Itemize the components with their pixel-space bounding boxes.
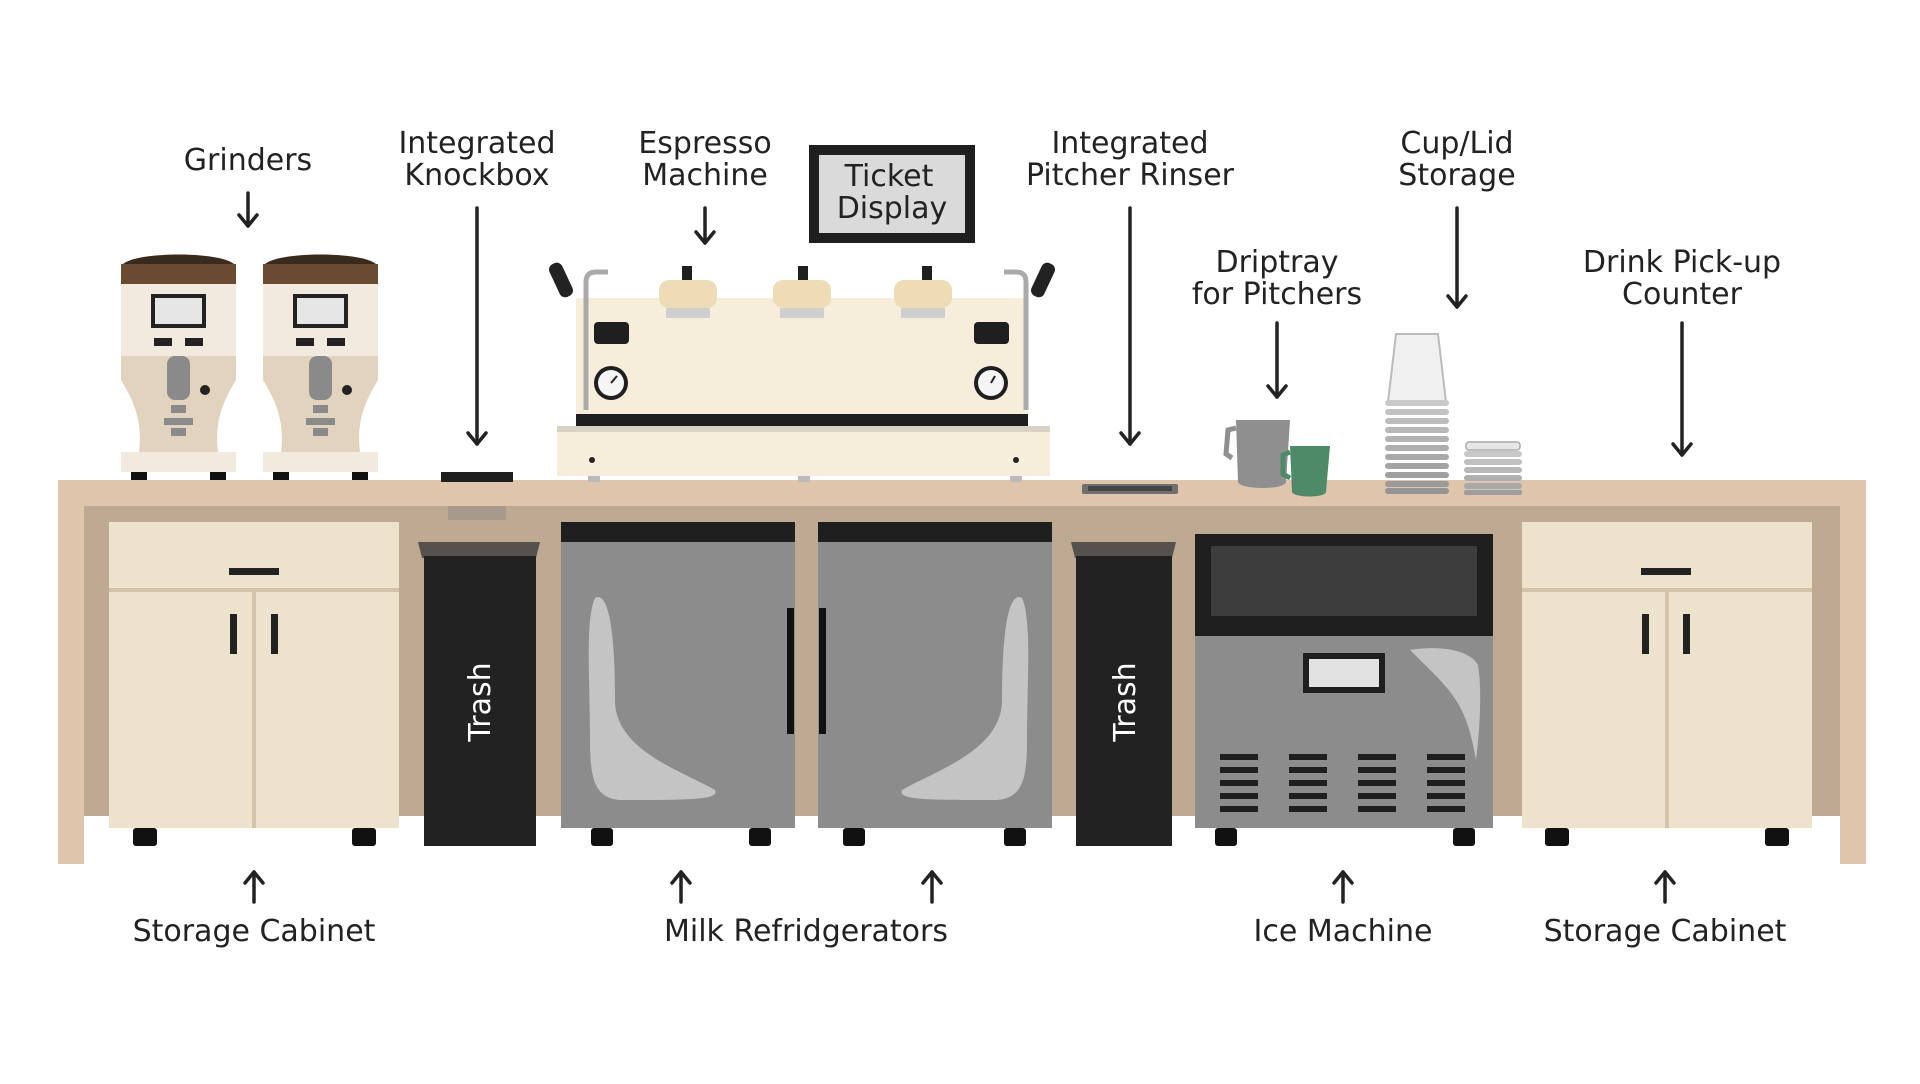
counter-right-leg xyxy=(1840,506,1866,864)
door-handle-left xyxy=(230,614,237,654)
knockbox-chute xyxy=(448,506,506,520)
trash-bin-left: Trash xyxy=(418,506,540,846)
label-storage-left: Storage Cabinet xyxy=(132,914,376,949)
label-grinders: Grinders xyxy=(183,143,313,178)
storage-cabinet-right xyxy=(1522,522,1812,846)
milk-refrigerator-left xyxy=(561,522,795,846)
pitcher-rinser xyxy=(1082,484,1178,494)
fridge-handle-left xyxy=(787,608,794,734)
arrow-driptray xyxy=(1266,321,1288,399)
espresso-machine xyxy=(549,262,1055,482)
knockbox xyxy=(441,472,513,482)
label-cups: Cup/Lid Storage xyxy=(1398,126,1516,193)
trash-label-left: Trash xyxy=(463,662,498,742)
grinder-right xyxy=(263,254,378,480)
pitcher-grey xyxy=(1223,420,1290,488)
cup-stack xyxy=(1385,333,1449,494)
arrow-rinser xyxy=(1119,206,1141,446)
arrow-espresso xyxy=(694,206,716,245)
arrow-storage-right xyxy=(1654,870,1676,904)
storage-cabinet-left xyxy=(109,522,399,846)
ice-machine xyxy=(1195,534,1493,846)
label-ice: Ice Machine xyxy=(1253,914,1433,949)
arrow-cups xyxy=(1446,206,1468,309)
label-espresso: Espresso Machine xyxy=(638,126,772,193)
arrow-knockbox xyxy=(466,206,488,446)
arrow-milk-right xyxy=(921,870,943,904)
drawer-handle xyxy=(229,568,279,575)
lid-stack xyxy=(1464,441,1522,495)
label-storage-right: Storage Cabinet xyxy=(1543,914,1787,949)
trash-bin-right: Trash xyxy=(1071,542,1176,846)
pitcher-green xyxy=(1280,446,1330,497)
arrow-storage-left xyxy=(243,870,265,904)
trash-label-right: Trash xyxy=(1108,662,1143,742)
label-rinser: Integrated Pitcher Rinser xyxy=(1026,126,1234,193)
label-driptray: Driptray for Pitchers xyxy=(1191,245,1363,312)
arrow-milk-left xyxy=(670,870,692,904)
label-knockbox: Integrated Knockbox xyxy=(398,126,556,193)
ticket-display-line2: Display xyxy=(837,191,948,226)
milk-refrigerator-right xyxy=(818,522,1052,846)
ticket-display: Ticket Display xyxy=(809,145,975,243)
label-pickup: Drink Pick-up Counter xyxy=(1582,245,1782,312)
grinder-left xyxy=(121,254,236,480)
label-milk: Milk Refridgerators xyxy=(664,914,948,949)
ticket-display-line1: Ticket xyxy=(844,159,934,194)
counter-left-leg xyxy=(58,506,84,864)
arrow-ice xyxy=(1332,870,1354,904)
door-handle-right xyxy=(271,614,278,654)
fridge-handle-right xyxy=(819,608,826,734)
arrow-pickup xyxy=(1671,321,1693,457)
arrow-grinders xyxy=(237,191,259,228)
drawer-handle xyxy=(1641,568,1691,575)
counter-top xyxy=(58,480,1866,506)
